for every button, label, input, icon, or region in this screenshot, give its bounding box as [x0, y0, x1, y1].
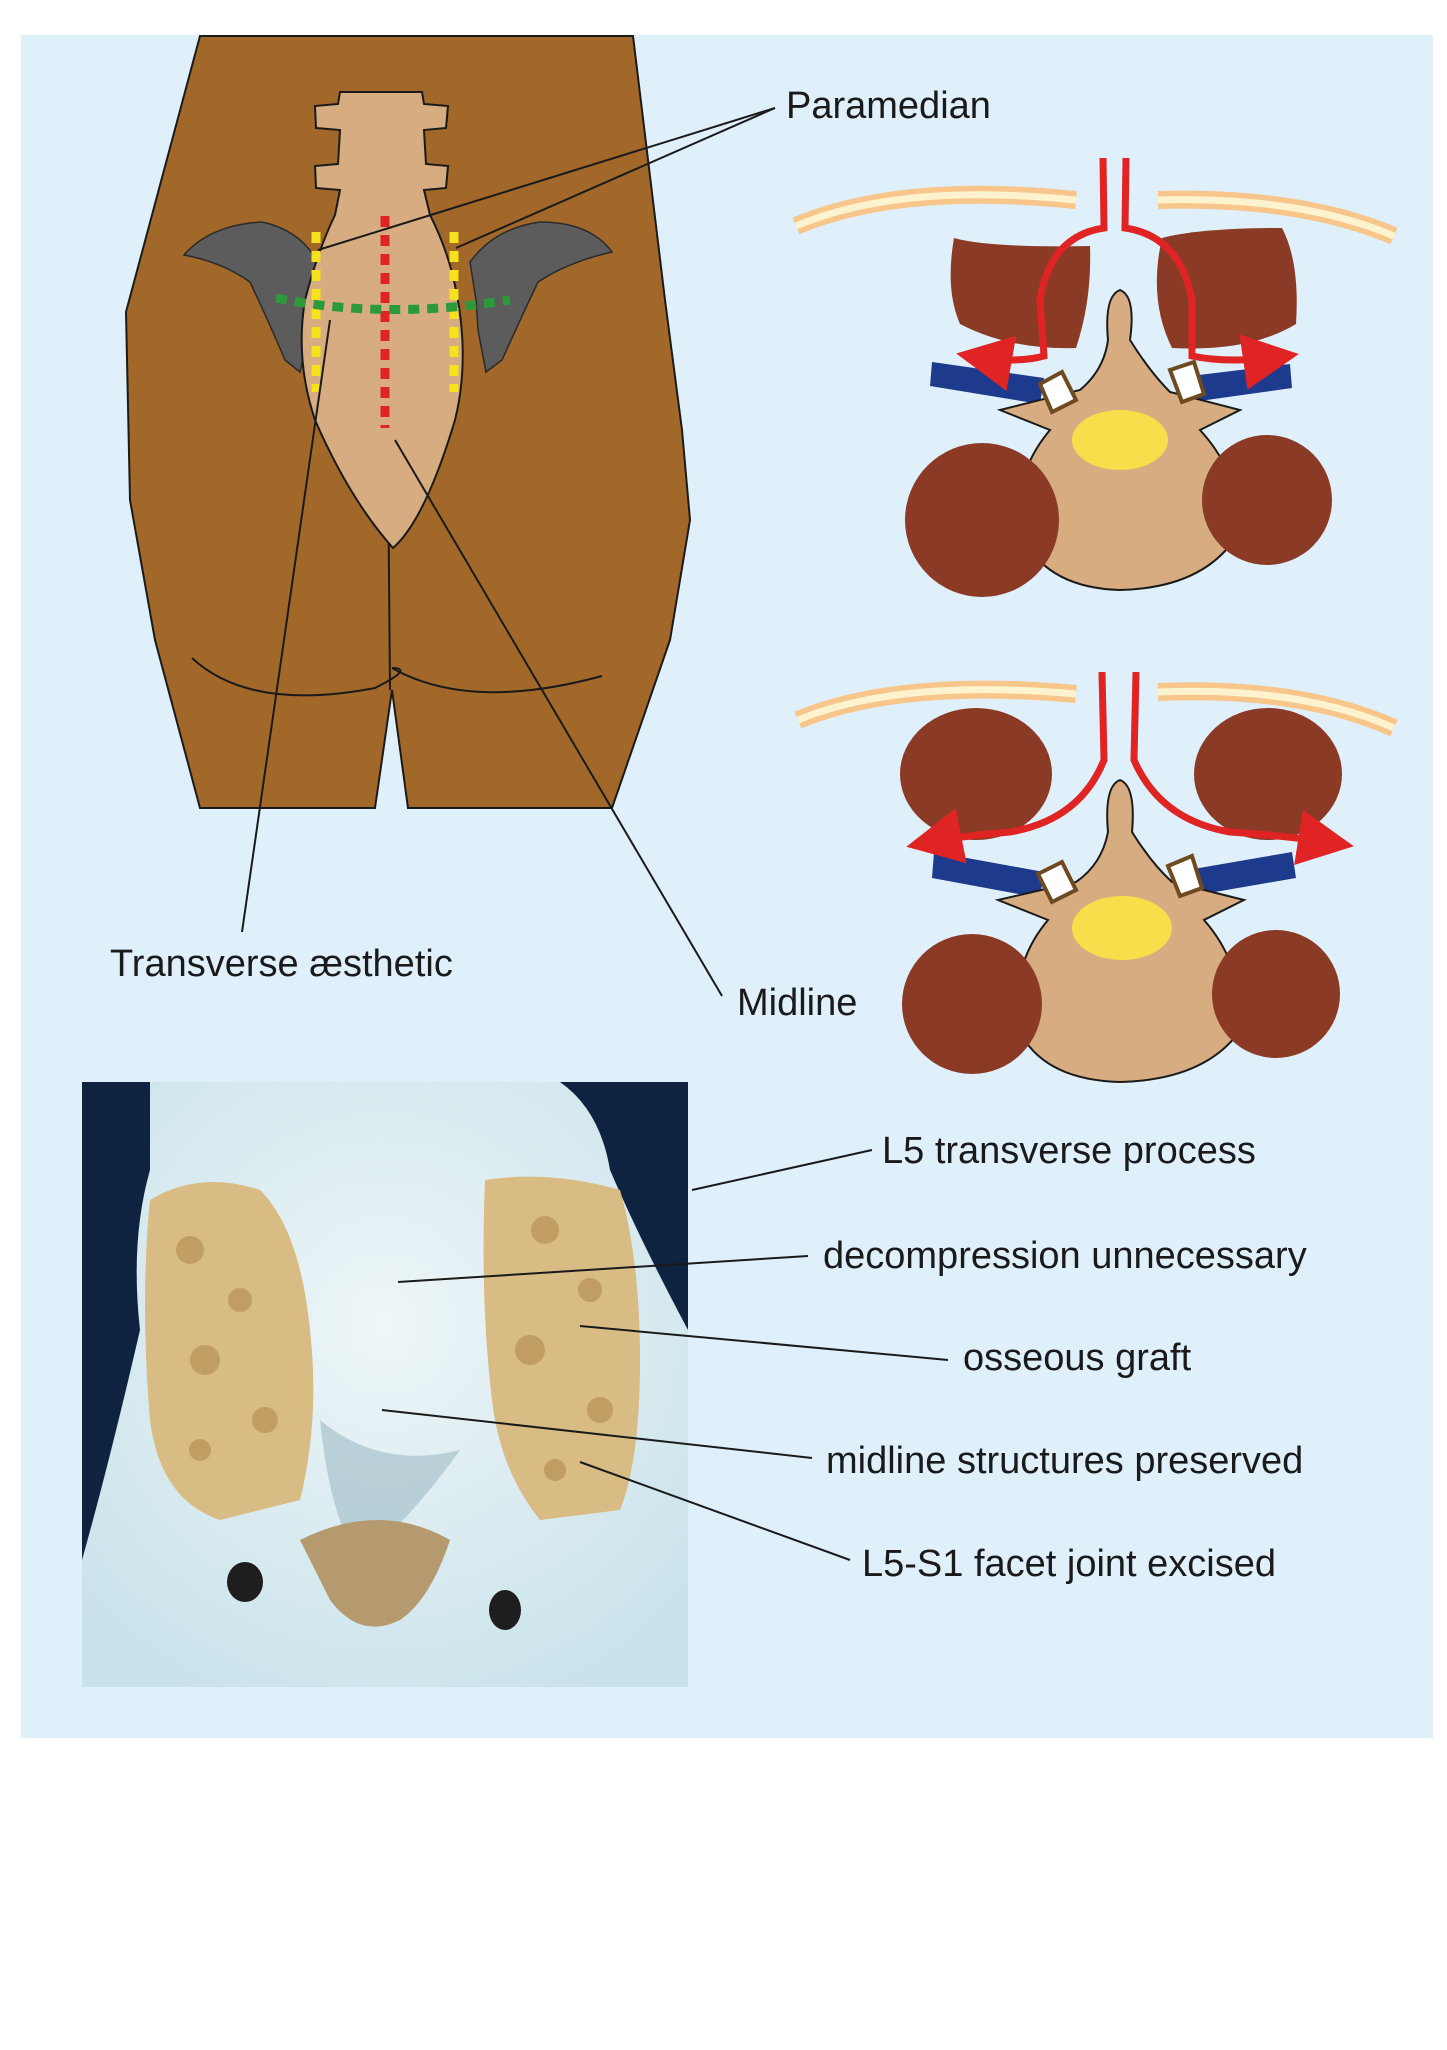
right-foramen — [489, 1590, 521, 1630]
left-transverse-process-2 — [932, 852, 1044, 898]
label-l5-s1-facet-joint-excised: L5-S1 facet joint excised — [862, 1543, 1276, 1585]
s1-spinous-shape — [300, 1520, 450, 1627]
right-psoas-1 — [1202, 435, 1332, 565]
fascia-inner-bottom-right — [1157, 687, 1396, 732]
left-bone-graft — [145, 1182, 314, 1520]
back-illustration — [124, 35, 692, 809]
left-psoas-1 — [905, 443, 1059, 597]
fascia-inner-bottom — [796, 686, 1077, 724]
cross-section-paramedian — [792, 157, 1398, 597]
spinal-canal-1 — [1072, 410, 1168, 470]
approach-arrow-left-1 — [956, 157, 1108, 391]
label-decompression-unnecessary: decompression unnecessary — [823, 1235, 1307, 1277]
left-paraspinal-muscle — [950, 238, 1091, 349]
back-leader-lines — [241, 107, 776, 997]
spinal-canal-2 — [1072, 896, 1172, 960]
buttock-line-right — [391, 667, 603, 694]
intraoperative-photo — [82, 1082, 688, 1687]
approach-arrow-left-2 — [906, 671, 1108, 864]
left-psoas-2 — [902, 934, 1042, 1074]
cross-section-midline — [794, 671, 1398, 1084]
right-psoas-2 — [1212, 930, 1340, 1058]
right-facet-2 — [1165, 853, 1205, 899]
left-foramen — [227, 1562, 263, 1602]
right-facet-1 — [1167, 359, 1207, 405]
approach-arrow-right-1 — [1121, 157, 1299, 390]
label-osseous-graft: osseous graft — [963, 1337, 1192, 1379]
right-paraspinal-muscle — [1156, 228, 1297, 349]
left-paraspinal-muscle-2 — [900, 708, 1052, 840]
right-paraspinal-muscle-2 — [1194, 708, 1342, 840]
label-midline-structures-preserved: midline structures preserved — [826, 1440, 1303, 1482]
label-l5-transverse-process: L5 transverse process — [882, 1130, 1256, 1172]
label-paramedian: Paramedian — [786, 85, 991, 127]
label-midline: Midline — [737, 982, 857, 1024]
photo-leader-lines — [381, 1149, 949, 1561]
approach-arrow-right-2 — [1130, 671, 1354, 866]
fascia-inner-top — [794, 191, 1077, 230]
left-facet-2 — [1035, 859, 1079, 905]
left-facet-1 — [1037, 369, 1079, 415]
transverse-aesthetic-incision — [275, 293, 511, 314]
fascia-inner-top-right — [1157, 196, 1396, 240]
right-iliac-wing — [469, 221, 614, 374]
right-transverse-process-2 — [1176, 852, 1296, 898]
graft-texture — [176, 1216, 613, 1481]
label-transverse-aesthetic: Transverse æsthetic — [110, 943, 453, 985]
